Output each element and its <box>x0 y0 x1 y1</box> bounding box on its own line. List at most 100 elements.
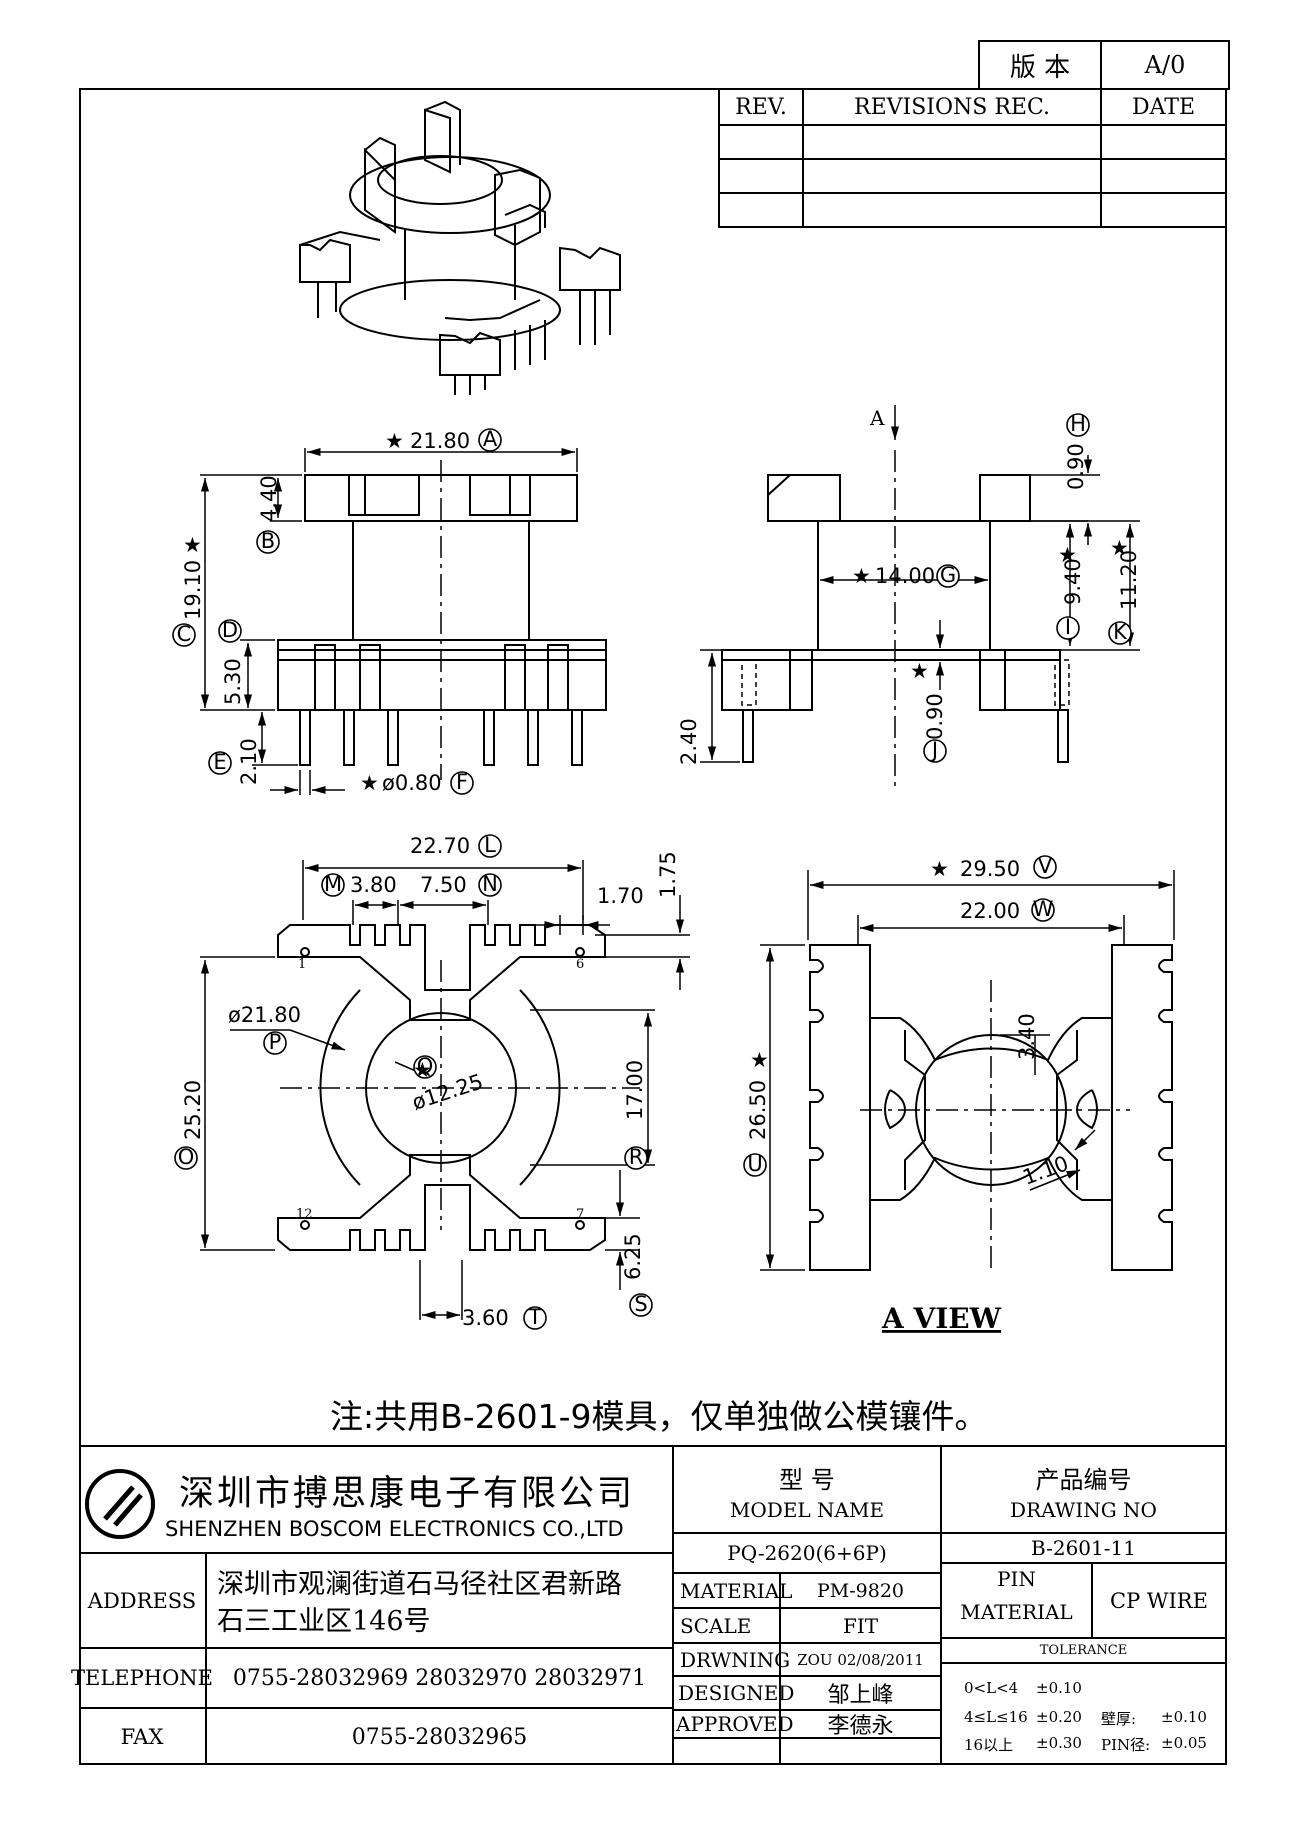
pin-diameter-label: PIN径: <box>1101 1736 1151 1754</box>
front-pins <box>299 644 583 766</box>
fax-label: FAX <box>120 1725 164 1749</box>
marker-r: R <box>629 1145 644 1169</box>
marker-a: A <box>483 427 498 451</box>
drawing-no-label-cn: 产品编号 <box>1035 1465 1132 1494</box>
pin-material-value: CP WIRE <box>1110 1588 1208 1613</box>
isometric-view <box>299 100 621 395</box>
model-label-cn: 型 号 <box>779 1465 835 1494</box>
dim-n: 7.50 <box>420 873 467 897</box>
address-line2: 石三工业区146号 <box>217 1606 431 1637</box>
marker-l: L <box>484 833 496 857</box>
star-icon: ★ <box>183 533 202 557</box>
marker-h: H <box>1070 412 1086 436</box>
marker-o: O <box>178 1145 195 1169</box>
marker-v: V <box>1038 854 1053 878</box>
pin-1: 1 <box>298 957 306 972</box>
date-header: DATE <box>1131 94 1196 120</box>
wall-thickness-value: ±0.10 <box>1161 1708 1207 1726</box>
tolerance-range-1: 0<L<4 <box>964 1679 1019 1697</box>
address-label: ADDRESS <box>87 1588 197 1613</box>
marker-s: S <box>634 1292 647 1316</box>
marker-q: Q <box>417 1054 434 1078</box>
approved-label: APPROVED <box>676 1712 794 1736</box>
star-icon: ★ <box>910 659 929 683</box>
telephone-label: TELEPHONE <box>71 1666 213 1690</box>
front-view <box>200 447 607 795</box>
dim-b: 4.40 <box>257 475 281 522</box>
a-view <box>760 870 1175 1271</box>
tolerance-value-3: ±0.30 <box>1036 1734 1082 1752</box>
approved-value: 李德永 <box>827 1714 894 1739</box>
marker-letters: A B C D E F G H I K J L M N P Q O R S T … <box>177 412 1128 1329</box>
star-icon: ★ <box>413 1058 432 1082</box>
marker-f: F <box>456 770 468 794</box>
marker-t: T <box>528 1305 542 1329</box>
dim-h: 0.90 <box>1064 443 1088 490</box>
marker-w: W <box>1033 897 1054 921</box>
version-value: A/0 <box>1144 51 1186 79</box>
dim-s: 6.25 <box>621 1233 645 1280</box>
drawing-no-value: B-2601-11 <box>1031 1536 1136 1560</box>
dim-p: ø21.80 <box>228 1003 301 1027</box>
marker-n: N <box>482 872 498 896</box>
dim-t: 3.60 <box>462 1306 509 1330</box>
tolerance-value-1: ±0.10 <box>1036 1679 1082 1697</box>
star-icon: ★ <box>852 564 871 588</box>
dim-l: 22.70 <box>410 834 470 858</box>
pin-numbers: 1 6 12 7 <box>296 957 584 1222</box>
tolerance-range-3: 16以上 <box>964 1736 1014 1754</box>
drwning-value: ZOU 02/08/2011 <box>797 1650 924 1669</box>
dim-m: 3.80 <box>350 873 397 897</box>
dim-w: 22.00 <box>960 899 1020 923</box>
telephone-value: 0755-28032969 28032970 28032971 <box>232 1665 647 1691</box>
dim-o: 25.20 <box>181 1080 205 1140</box>
logo-icon <box>103 1485 143 1527</box>
material-label: MATERIAL <box>680 1578 793 1603</box>
model-label-en: MODEL NAME <box>729 1498 885 1522</box>
dim-340: 3.40 <box>1015 1013 1039 1060</box>
marker-k: K <box>1113 620 1128 644</box>
dim-175: 1.75 <box>656 851 680 898</box>
dim-a: 21.80 <box>410 429 470 453</box>
dim-j: 0.90 <box>923 693 947 740</box>
revisions-rec-header: REVISIONS REC. <box>854 94 1050 120</box>
pin-7: 7 <box>576 1207 584 1222</box>
note-text: 注:共用B-2601-9模具，仅单独做公模镶件。 <box>330 1397 988 1436</box>
star-icon: ★ <box>385 429 404 453</box>
scale-value: FIT <box>842 1613 879 1638</box>
view-arrow-label: A <box>869 406 885 430</box>
tolerance-value-2: ±0.20 <box>1036 1708 1082 1726</box>
company-name-en: SHENZHEN BOSCOM ELECTRONICS CO.,LTD <box>165 1517 624 1541</box>
marker-g: G <box>940 563 956 587</box>
dim-e: 2.10 <box>237 738 261 785</box>
dim-170: 1.70 <box>597 884 644 908</box>
marker-c: C <box>177 622 192 646</box>
star-icon: ★ <box>360 771 379 795</box>
marker-d: D <box>222 618 238 642</box>
marker-e: E <box>213 750 226 774</box>
pin-material-label: MATERIAL <box>960 1600 1073 1624</box>
dim-d: 5.30 <box>221 658 245 705</box>
marker-p: P <box>269 1030 282 1054</box>
material-value: PM-9820 <box>816 1579 904 1602</box>
pin-label: PIN <box>997 1567 1036 1591</box>
dimension-values: ★ 21.80 4.40 19.10 ★ 5.30 2.10 ★ ø0.80 ★… <box>181 429 1141 1330</box>
fax-value: 0755-28032965 <box>351 1724 528 1750</box>
model-value: PQ-2620(6+6P) <box>727 1541 887 1565</box>
dim-k: 11.20 <box>1117 550 1141 610</box>
marker-i: I <box>1065 615 1071 639</box>
star-icon: ★ <box>1110 536 1129 560</box>
tolerance-title: TOLERANCE <box>1039 1643 1128 1658</box>
drawing-no-label-en: DRAWING NO <box>1010 1498 1157 1522</box>
dim-f: ø0.80 <box>382 771 442 795</box>
address-line1: 深圳市观澜街道石马径社区君新路 <box>217 1569 622 1600</box>
pin-6: 6 <box>576 957 584 972</box>
marker-m: M <box>324 872 342 896</box>
designed-label: DESIGNED <box>678 1681 795 1705</box>
dim-u: 26.50 <box>746 1080 770 1140</box>
star-icon: ★ <box>930 857 949 881</box>
version-label: 版 本 <box>1009 52 1071 83</box>
star-icon: ★ <box>750 1048 769 1072</box>
dim-v: 29.50 <box>960 857 1020 881</box>
